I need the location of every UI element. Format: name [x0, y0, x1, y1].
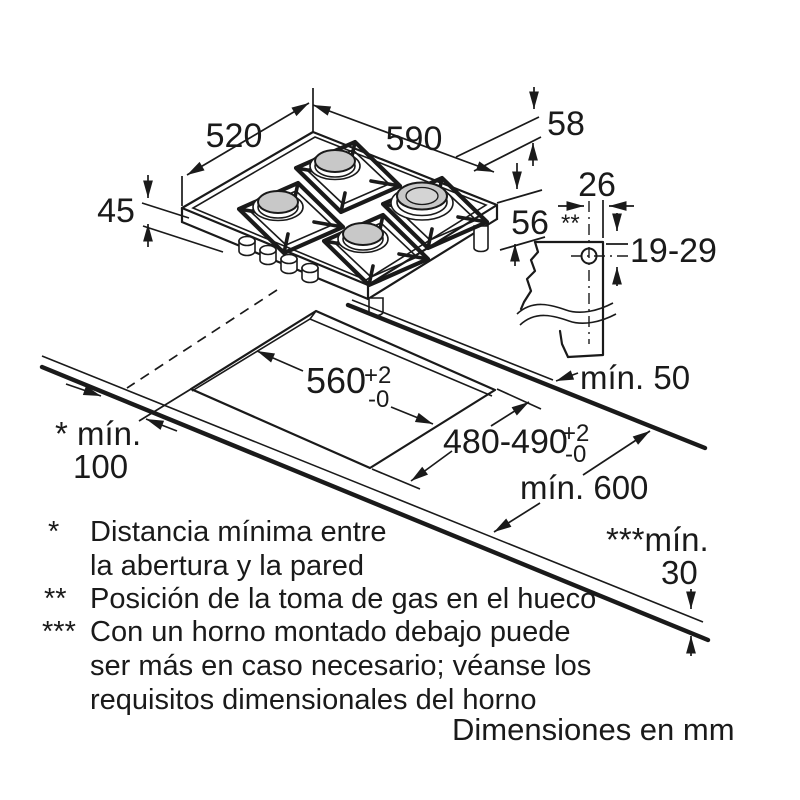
dim-590-label: 590: [386, 120, 443, 158]
dim-45-label: 45: [97, 192, 135, 230]
footnote-3-line2: ser más en caso necesario; véanse los: [90, 650, 591, 682]
dimension-56: 56: [496, 163, 549, 266]
footnote-3-marker: ***: [42, 616, 76, 648]
dimension-min600: mín. 600: [493, 430, 651, 533]
cutout-opening: [138, 309, 542, 490]
footnote-1-marker: *: [48, 516, 59, 548]
break-line-upper: [516, 302, 614, 315]
dimension-45: 45: [97, 175, 224, 253]
burner-front: [337, 222, 389, 254]
dim-480-490-tol-sup: +2: [562, 420, 589, 447]
gas-position-marker: **: [561, 210, 580, 237]
footnote-1-line1: Distancia mínima entre: [90, 516, 387, 548]
dim-520-label: 520: [206, 117, 263, 155]
projection-dashed-line: [126, 289, 278, 389]
dim-56-label: 56: [511, 204, 549, 242]
dimension-560: 560 +2 -0: [256, 350, 434, 425]
footnote-2-line1: Posición de la toma de gas en el hueco: [90, 583, 596, 615]
control-knobs: [238, 235, 319, 284]
wall-line-rear: [345, 299, 708, 451]
footnote-3-line3: requisitos dimensionales del horno: [90, 684, 537, 716]
units-note: Dimensiones en mm: [452, 712, 735, 747]
min600-label: mín. 600: [520, 469, 648, 506]
dimension-590: 590: [312, 104, 495, 173]
footnotes: * Distancia mínima entre la abertura y l…: [42, 516, 596, 716]
dim-480-490-label: 480-490: [443, 423, 568, 461]
hob-leg-right: [473, 225, 489, 253]
hob-isometric-view: [180, 130, 499, 317]
dim-560-tol-sup: +2: [364, 362, 391, 389]
min100-label-line2: 100: [73, 448, 128, 485]
footnote-3-line1: Con un horno montado debajo puede: [90, 616, 571, 648]
dim-560-label: 560: [306, 360, 366, 401]
min100-label-line1: * mín.: [55, 415, 141, 452]
dimension-min30: ***mín. 30: [606, 521, 709, 656]
dim-560-tol-sub: -0: [368, 386, 389, 413]
worktop-and-cutout: 560 +2 -0 480-490 +2 -0 mín. 50 mín. 600…: [39, 289, 711, 656]
dimension-min100: * mín. 100: [55, 383, 178, 485]
min30-label-line2: 30: [661, 554, 698, 591]
burner-right-large: [390, 181, 454, 221]
dim-480-490-tol-sub: -0: [565, 441, 586, 468]
burner-back: [309, 149, 361, 181]
dim-19-29-label: 19-29: [630, 232, 717, 270]
min30-label-line1: ***mín.: [606, 521, 709, 558]
dimension-58: 58: [455, 87, 585, 172]
gas-connection-detail: 26 ** 19-29: [516, 166, 717, 359]
dimension-min50: mín. 50: [555, 359, 690, 396]
dim-26-label: 26: [578, 166, 616, 204]
footnote-1-line2: la abertura y la pared: [90, 550, 364, 582]
burner-left: [252, 190, 304, 222]
dimension-19-29: 19-29: [612, 213, 717, 286]
dimension-480-490: 480-490 +2 -0: [410, 401, 589, 482]
min50-label: mín. 50: [580, 359, 690, 396]
footnote-2-marker: **: [44, 583, 67, 615]
dimension-26: 26 **: [558, 166, 634, 237]
break-line-lower: [519, 313, 617, 326]
dim-58-label: 58: [547, 105, 585, 143]
